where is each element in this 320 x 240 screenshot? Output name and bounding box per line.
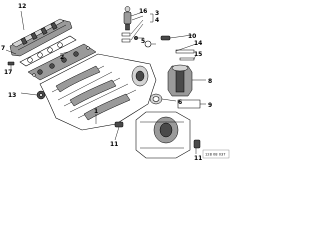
parts-exploded-diagram: 12 7 16 5 3 4 2 10 14 15 17 13 1 11 6 8 … [1,3,230,162]
idle-control-valve [167,64,193,97]
label-16: 16 [139,8,147,15]
vacuum-connector [160,35,171,41]
label-10: 10 [188,33,196,40]
valve-holder [177,99,201,109]
grommet-13 [36,90,46,100]
label-11-lower: 11 [110,141,118,148]
sensor-screws [121,32,131,43]
label-13: 13 [8,92,16,99]
label-5: 5 [141,38,145,45]
label-4: 4 [155,17,159,24]
label-17: 17 [4,69,12,76]
label-6: 6 [178,99,182,106]
label-9: 9 [208,102,212,109]
label-14: 14 [194,40,202,47]
label-12: 12 [18,3,26,10]
hose-clip [179,57,195,61]
label-15: 15 [194,51,202,58]
label-8: 8 [208,78,212,85]
throttle-housing [135,111,191,159]
reference-code: 128 08 037 [205,153,226,157]
idle-valve-seal [149,93,163,105]
label-11-right: 11 [194,155,202,162]
label-bracket [150,13,154,23]
fuel-rail-cover [9,18,73,57]
vacuum-hose [175,49,195,54]
gasket-11-right [193,139,201,149]
manifold-flange [27,43,97,81]
gasket-11-lower [114,121,124,128]
part-number-labels: 12 7 16 5 3 4 2 10 14 15 17 13 1 11 6 8 … [1,3,212,162]
label-1: 1 [94,108,98,115]
screw-17 [7,61,15,66]
label-2: 2 [60,54,64,61]
intake-manifold [39,53,157,131]
label-3: 3 [155,10,159,17]
intake-sensor [123,6,132,31]
fitting-16 [144,40,152,48]
manifold-gasket [19,35,77,67]
leader-lines [5,10,206,154]
reference-code-box: 128 08 037 [202,149,230,159]
fitting-5 [133,35,139,41]
label-7: 7 [1,45,5,52]
